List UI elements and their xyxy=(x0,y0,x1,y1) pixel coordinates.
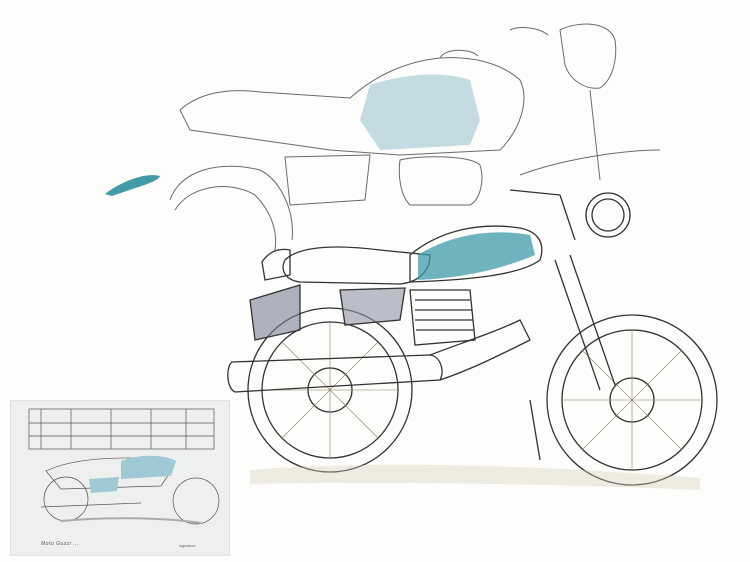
teal-brush-stroke xyxy=(105,175,160,196)
inset-caption: Moto Guzzi ... xyxy=(41,541,79,547)
main-motorcycle-sketch xyxy=(227,189,718,486)
concept-sketch-upper xyxy=(169,23,661,251)
inset-illustration xyxy=(11,401,229,555)
inset-signature: signature xyxy=(179,543,196,548)
inset-photo: Moto Guzzi ... signature xyxy=(10,400,230,556)
